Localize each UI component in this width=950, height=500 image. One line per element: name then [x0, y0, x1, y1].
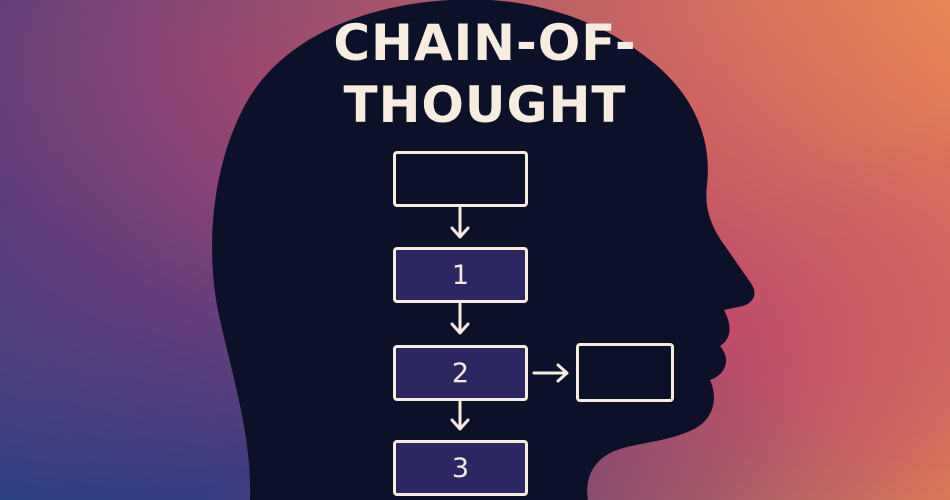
step-box-start	[393, 151, 528, 207]
branch-box	[576, 343, 674, 402]
arrow-down-3	[450, 400, 470, 431]
title-line-1: CHAIN-OF-	[333, 14, 637, 72]
arrow-down-2	[450, 302, 470, 335]
step-box-2: 2	[393, 345, 528, 401]
arrow-down-1	[450, 206, 470, 239]
title-line-2: THOUGHT	[343, 76, 627, 134]
arrow-right	[532, 363, 569, 383]
step-box-1: 1	[393, 247, 528, 303]
step-box-3: 3	[393, 440, 528, 496]
